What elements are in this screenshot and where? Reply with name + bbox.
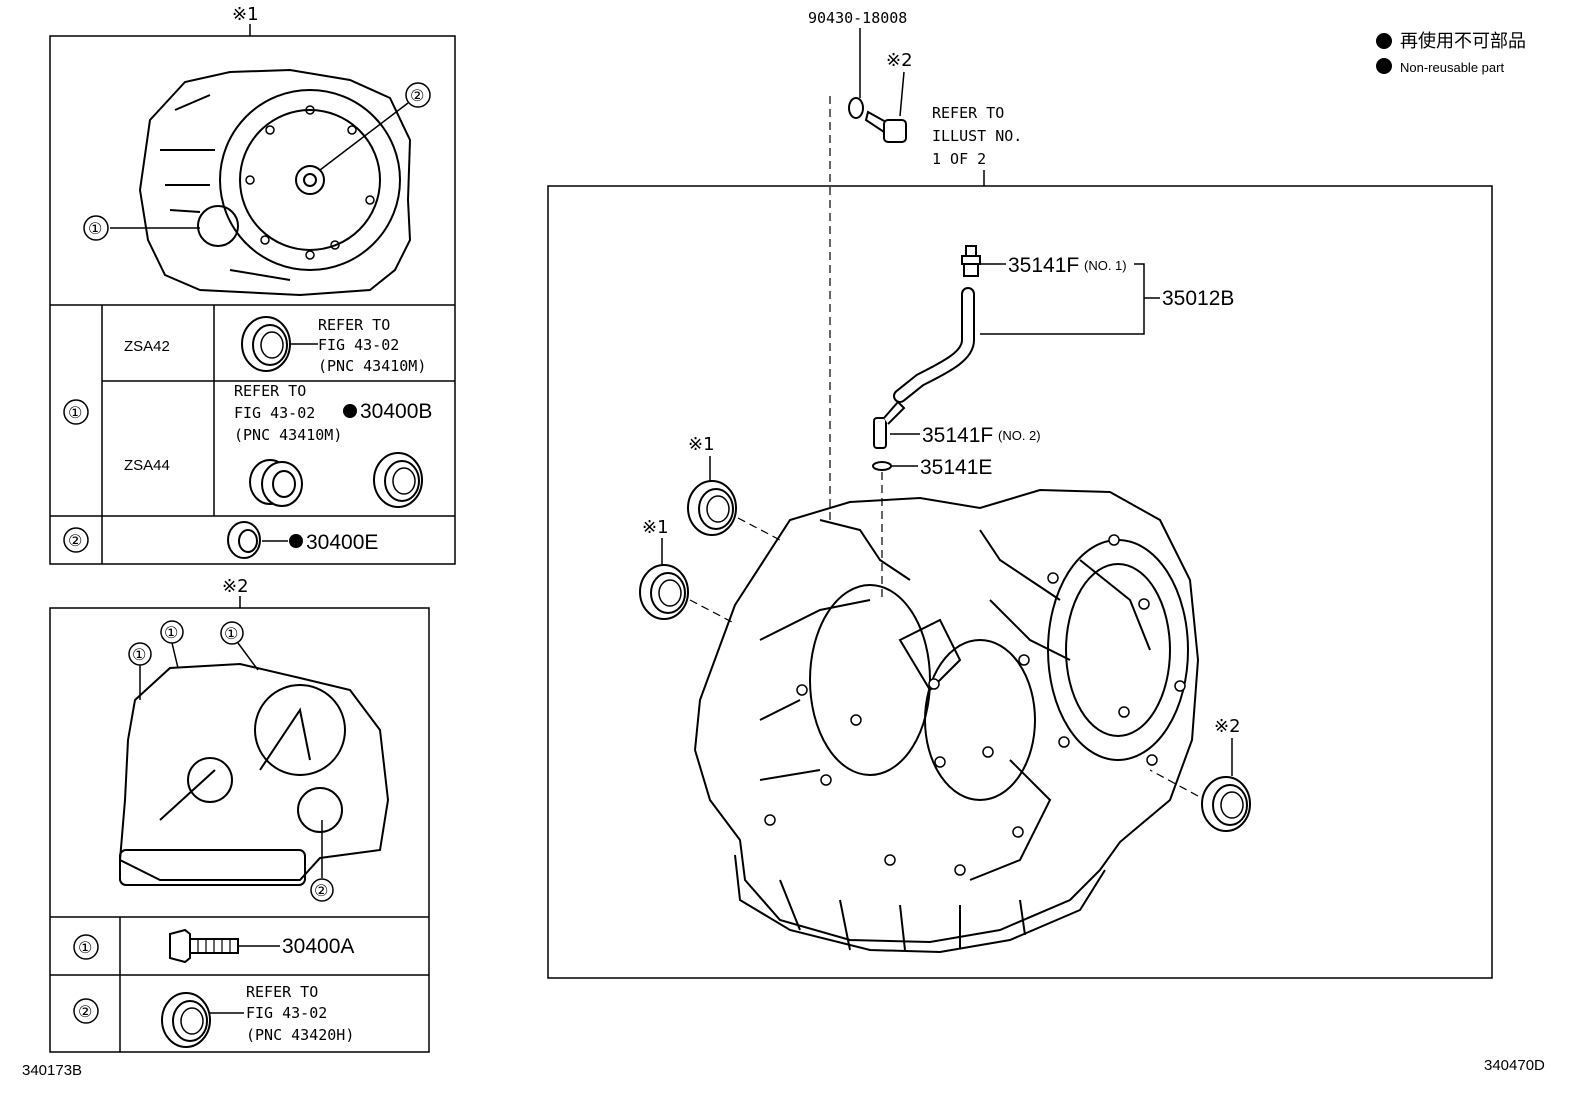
model-zsa44: ZSA44 xyxy=(124,457,170,474)
part-35141f-no2: 35141F xyxy=(922,424,993,447)
row-1-marker: ① xyxy=(68,405,82,422)
refer-zsa42-line2: FIG 43-02 xyxy=(318,336,399,354)
callout-1-a: ① xyxy=(132,647,146,664)
part-30400e: 30400E xyxy=(306,531,378,554)
row-2-marker: ② xyxy=(68,533,82,550)
part-35141f-no2-suffix: (NO. 2) xyxy=(998,428,1041,443)
part-35141f-no1: 35141F xyxy=(1008,254,1079,277)
non-reusable-dot-icon xyxy=(343,404,357,418)
part-35141e: 35141E xyxy=(920,456,992,479)
refer-43420h-line1: REFER TO xyxy=(246,983,318,1001)
row-2-marker-bottom: ② xyxy=(78,1004,92,1021)
breather-plug-no2-icon xyxy=(873,400,906,449)
legend-jp: 再使用不可部品 xyxy=(1400,31,1526,52)
oil-seal-small-icon xyxy=(227,521,261,559)
bolt-holes xyxy=(245,105,375,260)
non-reusable-dot-icon xyxy=(1376,58,1392,74)
refer-43420h-line2: FIG 43-02 xyxy=(246,1004,327,1022)
oil-seal-43420h-icon xyxy=(161,992,211,1048)
gasket-icon xyxy=(848,97,864,119)
oring-35141e-icon xyxy=(872,461,892,471)
callout-2-top: ② xyxy=(410,88,424,105)
part-30400a: 30400A xyxy=(282,935,354,958)
refer-main-line3: 1 OF 2 xyxy=(932,150,986,168)
refer-zsa42-line3: (PNC 43410M) xyxy=(318,357,426,375)
oil-seal-icon xyxy=(241,316,291,372)
part-90430-18008: 90430-18008 xyxy=(808,9,907,27)
case-bolts xyxy=(764,534,1186,876)
drain-plug-icon xyxy=(864,110,907,143)
refer-main-line1: REFER TO xyxy=(932,104,1004,122)
non-reusable-dot-icon xyxy=(289,534,303,548)
refer-zsa44-line1: REFER TO xyxy=(234,382,306,400)
part-35012b: 35012B xyxy=(1162,287,1234,310)
refer-zsa44-line3: (PNC 43410M) xyxy=(234,426,342,444)
note1-seal-b: ※1 xyxy=(642,517,669,538)
callouts-bottom: ① ① ① ② xyxy=(128,620,334,902)
oil-seal-right-icon xyxy=(1201,776,1251,832)
refer-main-line2: ILLUST NO. xyxy=(932,127,1022,145)
callout-1-c: ① xyxy=(224,626,238,643)
bearing-seal-icon xyxy=(249,459,303,507)
part-35141f-no1-suffix: (NO. 1) xyxy=(1084,258,1127,273)
transaxle-assembly-icon xyxy=(693,488,1200,954)
callout-1-top: ① xyxy=(88,221,102,238)
row-1-marker-bottom: ① xyxy=(78,940,92,957)
transaxle-side-view-icon xyxy=(118,662,390,886)
oil-seal-30400b-icon xyxy=(373,452,423,508)
oil-seal-lower-icon xyxy=(639,564,689,620)
note2-seal: ※2 xyxy=(1214,716,1241,737)
oil-seal-upper-icon xyxy=(687,480,737,536)
panel-note2: ※2 ① ① ① ② ① xyxy=(49,576,430,1053)
callout-1-b: ① xyxy=(164,625,178,642)
main-assembly-panel: 90430-18008 ※2 REFER TO ILLUST NO. 1 OF … xyxy=(547,9,1526,979)
model-zsa42: ZSA42 xyxy=(124,338,170,355)
part-30400b: 30400B xyxy=(360,400,432,423)
transaxle-front-view-icon xyxy=(138,68,412,297)
note2-plug: ※2 xyxy=(886,50,913,71)
diagram-code-left: 340173B xyxy=(22,1062,82,1079)
refer-zsa44-line2: FIG 43-02 xyxy=(234,404,315,422)
breather-plug-no1-icon xyxy=(961,245,981,277)
panel-note1-label: ※1 xyxy=(232,4,259,25)
bolt-icon xyxy=(169,928,239,964)
diagram-code-right: 340470D xyxy=(1484,1057,1545,1074)
refer-43420h-line3: (PNC 43420H) xyxy=(246,1026,354,1044)
panel-note2-label: ※2 xyxy=(222,576,249,597)
callout-2-bottom: ② xyxy=(314,883,328,900)
panel-note1: ※1 ① ② ① Z xyxy=(49,4,456,565)
note1-seal-a: ※1 xyxy=(688,434,715,455)
non-reusable-dot-icon xyxy=(1376,33,1392,49)
refer-zsa42-line1: REFER TO xyxy=(318,316,390,334)
legend-en: Non-reusable part xyxy=(1400,60,1504,75)
